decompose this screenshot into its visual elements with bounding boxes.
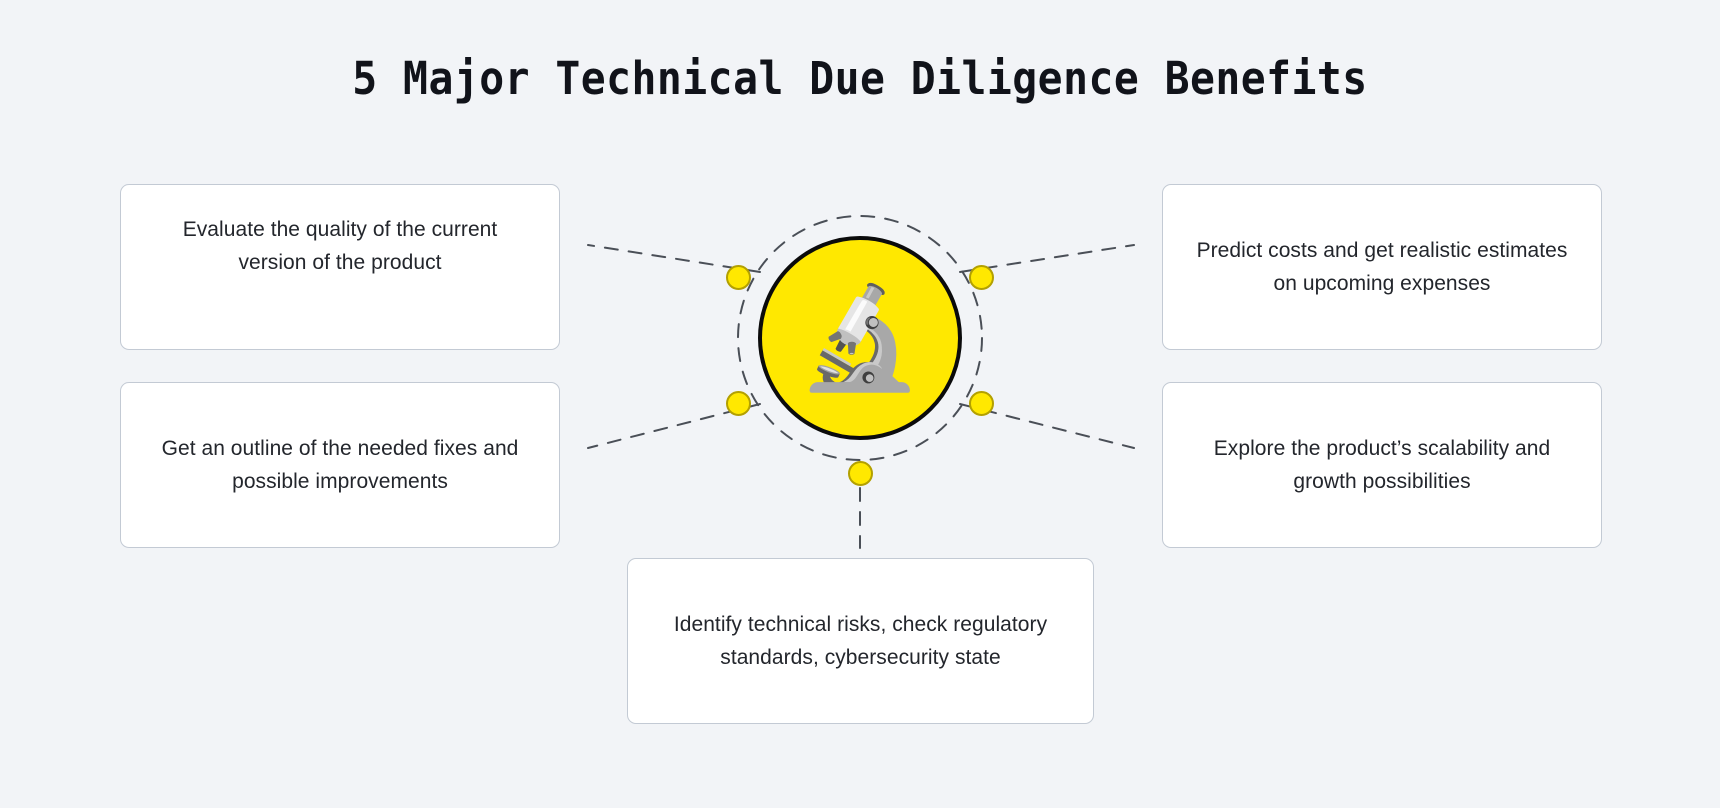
benefit-card-predict-costs[interactable]: Predict costs and get realistic estimate… [1162, 184, 1602, 350]
microscope-icon: 🔬 [797, 282, 923, 394]
node-dot-top-left [726, 265, 751, 290]
benefit-card-outline-fixes[interactable]: Get an outline of the needed fixes and p… [120, 382, 560, 548]
benefit-card-text: Predict costs and get realistic estimate… [1196, 238, 1568, 295]
node-dot-bottom-left [726, 391, 751, 416]
center-hub: 🔬 [758, 236, 962, 440]
benefit-card-explore-scalability[interactable]: Explore the product’s scalability and gr… [1162, 382, 1602, 548]
node-dot-bottom [848, 461, 873, 486]
page-title: 5 Major Technical Due Diligence Benefits [352, 52, 1368, 105]
benefit-card-text: Get an outline of the needed fixes and p… [161, 436, 519, 493]
benefit-card-evaluate-quality[interactable]: Evaluate the quality of the current vers… [120, 184, 560, 350]
benefit-card-identify-risks[interactable]: Identify technical risks, check regulato… [627, 558, 1094, 724]
node-dot-bottom-right [969, 391, 994, 416]
node-dot-top-right [969, 265, 994, 290]
benefit-card-text: Evaluate the quality of the current vers… [182, 218, 498, 275]
benefit-card-text: Identify technical risks, check regulato… [673, 612, 1048, 669]
benefit-card-text: Explore the product’s scalability and gr… [1213, 436, 1551, 493]
